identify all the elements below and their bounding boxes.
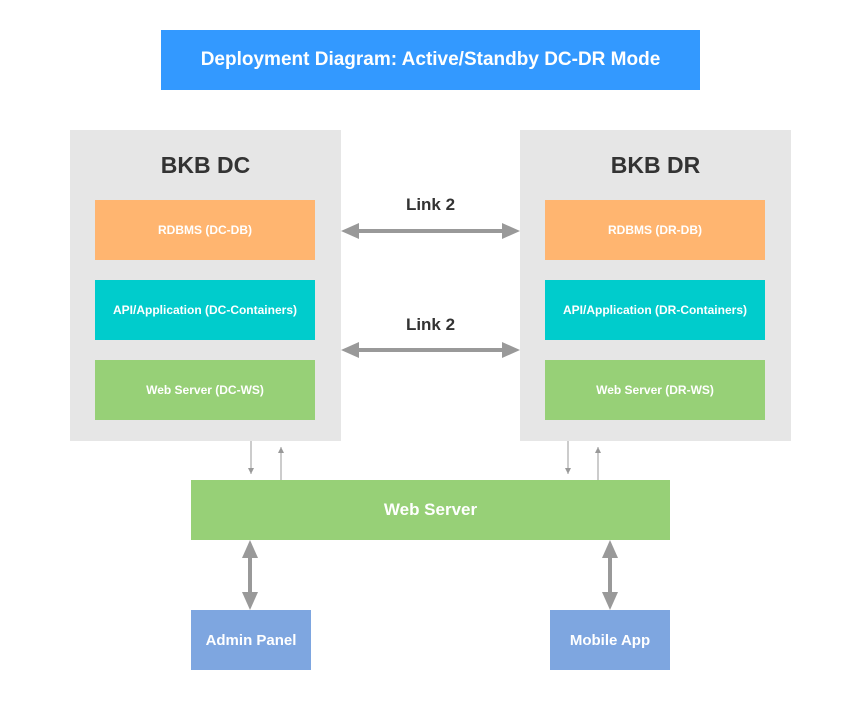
mobile-connector-arrow: [602, 540, 618, 610]
dc-database: RDBMS (DC-DB): [95, 200, 315, 260]
site-dr-title: BKB DR: [610, 152, 701, 178]
admin-panel: Admin Panel: [191, 610, 311, 670]
dr-application: API/Application (DR-Containers): [545, 280, 765, 340]
dr-web-server: Web Server (DR-WS): [545, 360, 765, 420]
site-dr: BKB DR RDBMS (DR-DB) API/Application (DR…: [520, 130, 791, 441]
link-arrow-bottom: [341, 342, 520, 358]
diagram-title: Deployment Diagram: Active/Standby DC-DR…: [161, 30, 700, 90]
admin-connector-arrow: [242, 540, 258, 610]
link-label-bottom: Link 2: [405, 315, 456, 334]
mobile-app: Mobile App: [550, 610, 670, 670]
site-dc-title: BKB DC: [160, 152, 251, 178]
dr-database: RDBMS (DR-DB): [545, 200, 765, 260]
dc-web-server: Web Server (DC-WS): [95, 360, 315, 420]
dr-web-server-connectors: [565, 441, 601, 480]
link-label-top: Link 2: [405, 195, 456, 214]
link-arrow-top: [341, 223, 520, 239]
site-dc: BKB DC RDBMS (DC-DB) API/Application (DC…: [70, 130, 341, 441]
web-server: Web Server: [191, 480, 670, 540]
dc-web-server-connectors: [248, 441, 284, 480]
dc-application: API/Application (DC-Containers): [95, 280, 315, 340]
